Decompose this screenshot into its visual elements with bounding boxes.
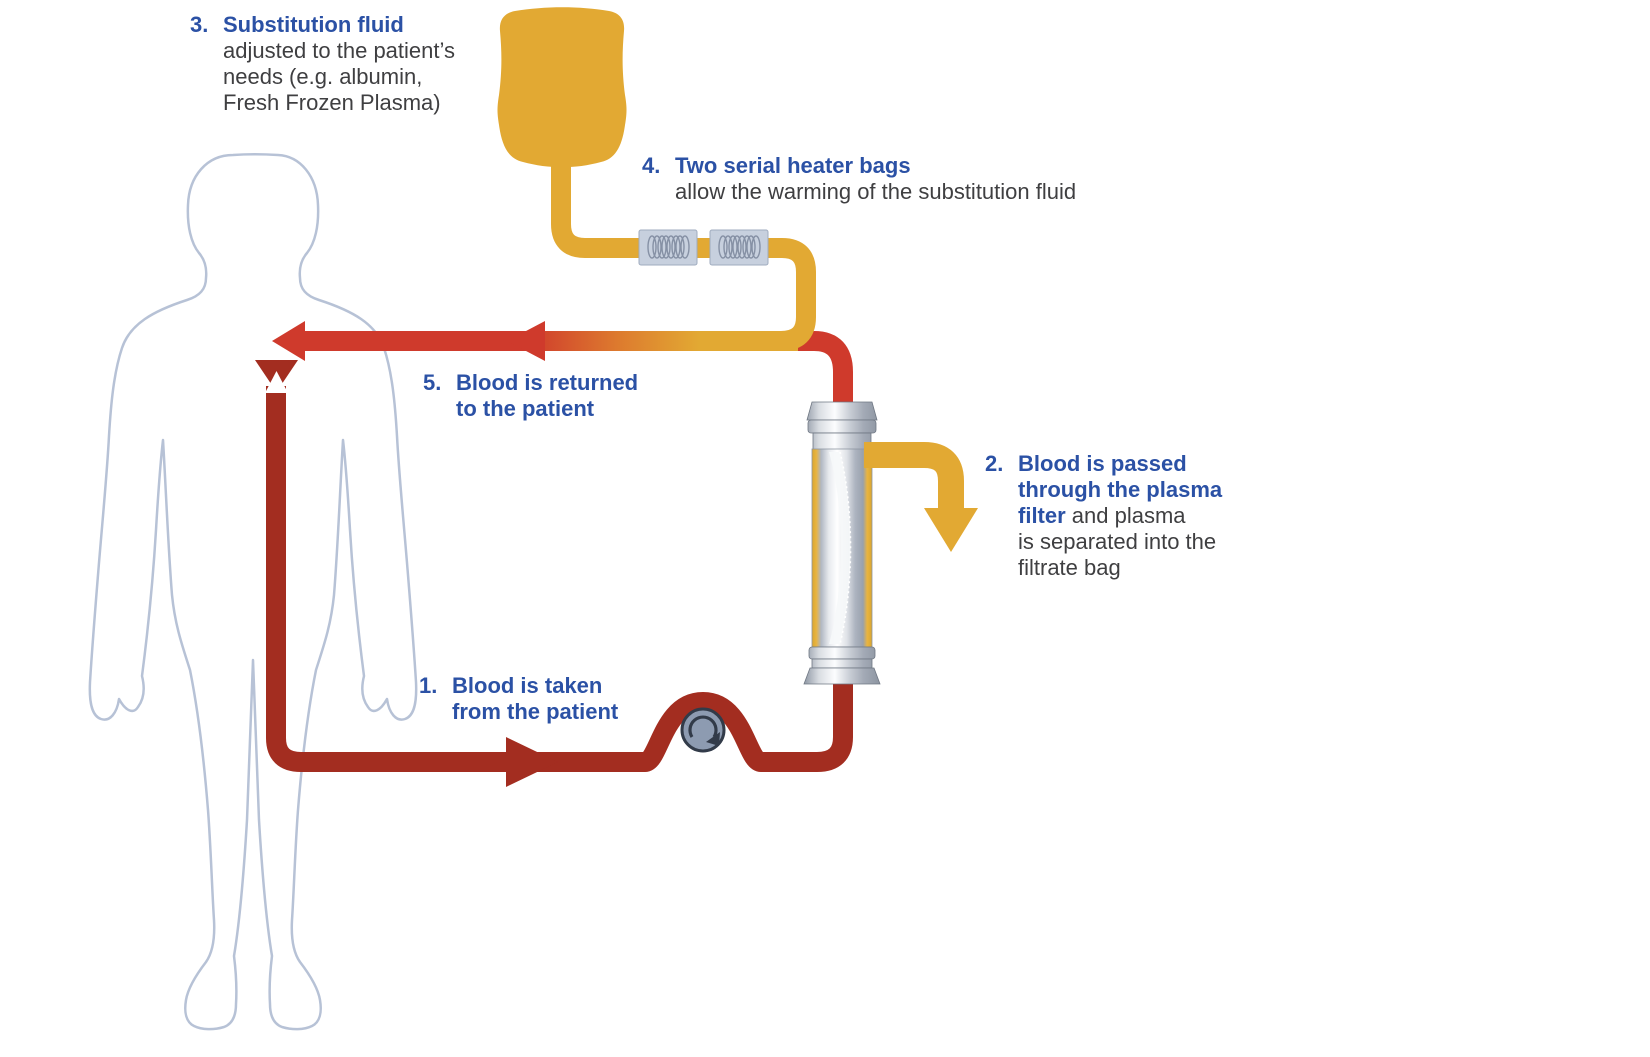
arrow-down-filtrate-icon [924,508,978,552]
label-line: is separated into the [1018,529,1217,554]
label-line: Fresh Frozen Plasma) [223,90,441,115]
arrow-left-icon [272,321,305,361]
label-line: allow the warming of the substitution fl… [675,179,1077,204]
filtrate-tube [864,442,964,510]
label-line: needs (e.g. albumin, [223,64,423,89]
label-number: 3. [190,12,209,37]
label-line: through the plasma [1018,477,1223,502]
label-line: adjusted to the patient’s [223,38,455,63]
label-blood-taken: 1. Blood is taken from the patient [419,673,618,725]
label-line: filtrate bag [1018,555,1121,580]
rotation-arrow-icon [688,715,718,738]
label-title: Two serial heater bags [675,153,911,178]
arrow-left-mid-icon [507,321,545,361]
label-line: Blood is taken [452,673,603,698]
label-plasma-filter: 2. Blood is passed through the plasma fi… [985,451,1222,581]
heater-bag-1-icon [638,229,698,266]
label-line: from the patient [452,699,619,724]
substitution-supply-tube [551,158,816,351]
label-line: to the patient [456,396,595,421]
patient-silhouette [88,153,418,1031]
label-number: 1. [419,673,438,698]
label-line: Blood is passed [1018,451,1187,476]
peristaltic-pump-icon [680,707,726,753]
label-number: 2. [985,451,1004,476]
label-line: Blood is returned [456,370,639,395]
plasma-filter [803,401,881,685]
arrow-down-notch [265,371,288,393]
filter-return-tube [798,331,853,412]
label-title: Substitution fluid [223,12,404,37]
label-number: 5. [423,370,442,395]
arrow-right-icon [506,737,558,787]
label-heater-bags: 4. Two serial heater bags allow the warm… [642,153,1076,205]
filter-membrane [829,452,851,644]
label-number: 4. [642,153,661,178]
heater-bag-2-icon [709,229,769,266]
return-line [300,331,812,351]
substitution-fluid-bag [497,7,627,168]
label-substitution-fluid: 3. Substitution fluid adjusted to the pa… [190,12,455,116]
blood-draw-line [266,386,853,772]
label-blood-returned: 5. Blood is returned to the patient [423,370,638,422]
label-line: filter and plasma [1018,503,1186,528]
